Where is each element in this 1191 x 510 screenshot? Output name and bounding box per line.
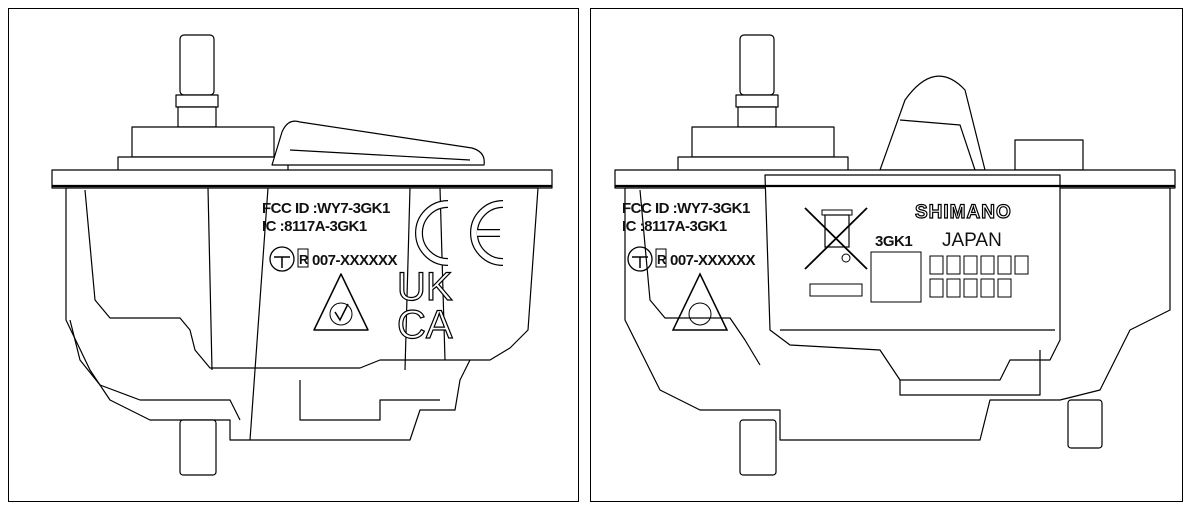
bottom-post [739, 419, 777, 476]
country-text: JAPAN [942, 230, 1002, 251]
fcc-id-text: FCC ID :WY7-3GK1 [262, 200, 390, 217]
telec-mark-icon: R [269, 246, 310, 272]
label-plate [764, 174, 1061, 381]
side-post [1067, 399, 1103, 449]
qr-box [870, 251, 922, 303]
rcm-mark-icon [313, 273, 369, 331]
ic-text: IC :8117A-3GK1 [622, 218, 727, 235]
brand-logo: SHIMANO [915, 202, 1012, 223]
ic-text: IC :8117A-3GK1 [262, 218, 367, 235]
telec-mark-icon: R [627, 246, 668, 272]
serial-box [809, 283, 863, 297]
housing-body [65, 187, 539, 441]
date-code-boxes [929, 255, 1029, 298]
telec-number: 007-XXXXXX [670, 252, 756, 269]
telec-number: 007-XXXXXX [312, 252, 398, 269]
crossed-bin-icon [804, 207, 868, 270]
model-text: 3GK1 [875, 233, 912, 250]
svg-text:R: R [299, 252, 309, 267]
svg-text:R: R [657, 252, 667, 267]
ce-mark-icon [415, 200, 504, 266]
ukca-mark-top: UK [397, 265, 453, 309]
lever [271, 120, 485, 166]
fcc-id-text: FCC ID :WY7-3GK1 [622, 200, 750, 217]
left-panel: FCC ID :WY7-3GK1 IC :8117A-3GK1 R 007-XX… [8, 8, 579, 502]
side-button [1014, 139, 1084, 171]
ukca-mark-bottom: CA [397, 303, 453, 347]
rcm-mark-icon [671, 272, 729, 331]
right-panel: FCC ID :WY7-3GK1 IC :8117A-3GK1 R 007-XX… [590, 8, 1183, 502]
top-connector-post [117, 34, 289, 172]
top-connector-post [677, 34, 849, 172]
bottom-post [179, 419, 217, 476]
